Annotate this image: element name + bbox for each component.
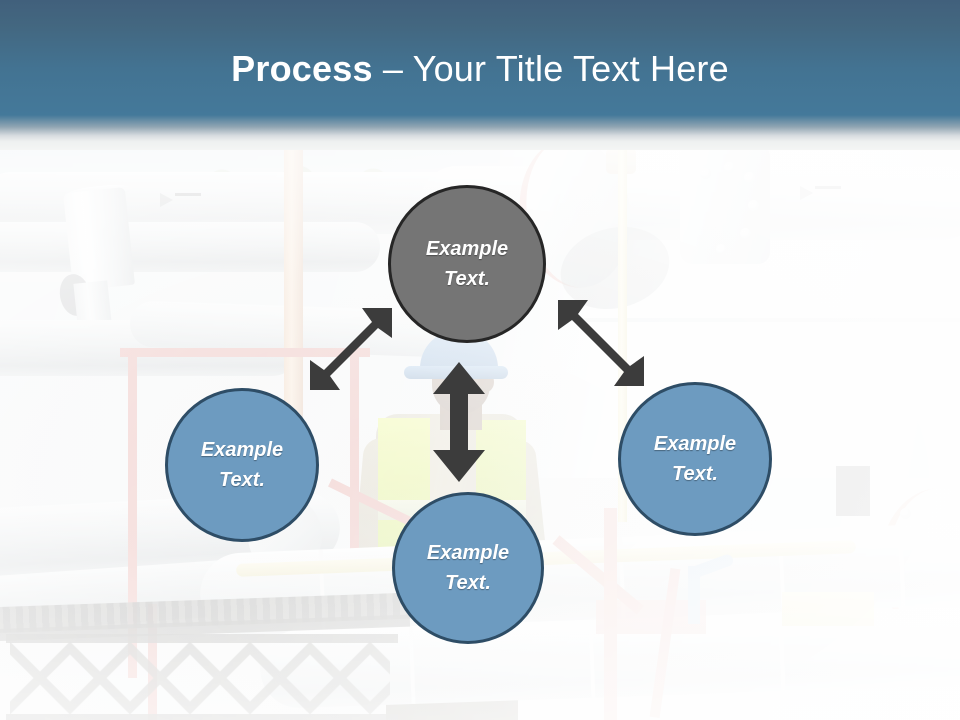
- process-node-top-line1: Example: [425, 238, 509, 260]
- page-title-bold: Process: [231, 48, 373, 89]
- process-node-bottom[interactable]: Example Text.: [392, 492, 544, 644]
- process-node-top[interactable]: Example Text.: [388, 185, 546, 343]
- connector-top-bottom-arrow[interactable]: [432, 362, 486, 482]
- process-node-top-line2: Text.: [444, 268, 490, 290]
- title-band-highlight: [0, 141, 960, 150]
- process-node-left-line2: Text.: [219, 469, 265, 491]
- title-band-fade: [0, 115, 960, 141]
- connector-top-right-arrow[interactable]: [556, 298, 646, 388]
- page-title-separator: –: [372, 48, 413, 89]
- process-node-left[interactable]: Example Text.: [165, 388, 319, 542]
- process-node-bottom-line1: Example: [426, 542, 510, 564]
- connector-top-left-arrow[interactable]: [308, 306, 394, 392]
- process-node-bottom-line2: Text.: [445, 572, 491, 594]
- title-band: [0, 0, 960, 115]
- process-node-left-line1: Example: [200, 439, 284, 461]
- process-node-right[interactable]: Example Text.: [618, 382, 772, 536]
- process-node-right-line1: Example: [653, 433, 737, 455]
- page-title-rest: Your Title Text Here: [412, 48, 729, 89]
- page-title: Process – Your Title Text Here: [0, 47, 960, 91]
- process-node-right-line2: Text.: [672, 463, 718, 485]
